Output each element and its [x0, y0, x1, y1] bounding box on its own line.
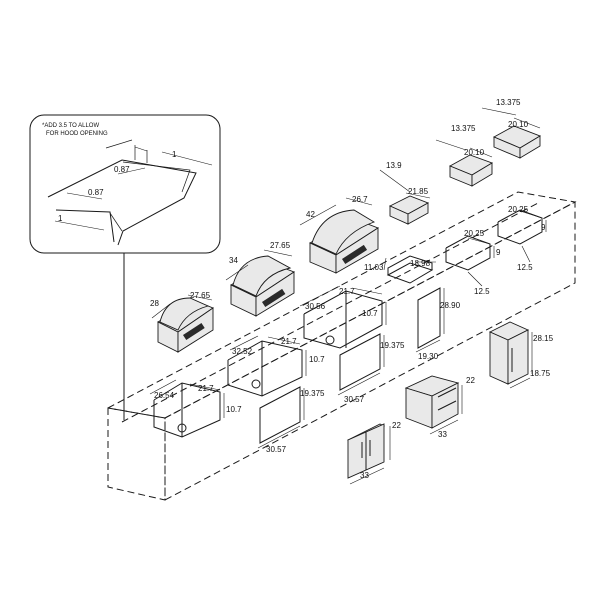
cutout-1-depth: 21.7: [198, 384, 214, 393]
cutout-2-width: 32.52: [232, 347, 253, 356]
fridge-width: 18.75: [530, 369, 551, 378]
grill-large-depth: 26.7: [352, 195, 368, 204]
door-opening-1-width: 30.57: [266, 445, 287, 454]
grill-small: [151, 294, 214, 353]
cutout-1: [149, 379, 225, 438]
side-cutout-2: [445, 235, 495, 287]
door-opening-1-height: 19.375: [300, 389, 325, 398]
door-opening-2-width: 30.57: [344, 395, 365, 404]
side-cutout-2-c: 12.5: [474, 287, 490, 296]
fridge-height: 28.15: [533, 334, 554, 343]
burner-2-depth: 20.10: [464, 148, 485, 157]
burner-2-width: 13.375: [451, 124, 476, 133]
door-opening-3-height: 28.90: [440, 301, 461, 310]
side-burner-3: [481, 107, 542, 159]
door-2-height: 22: [466, 376, 475, 385]
cutout-3: [299, 285, 387, 349]
burner-1-width: 13.9: [386, 161, 402, 170]
burner-3-width: 13.375: [496, 98, 521, 107]
grill-medium-width: 34: [229, 256, 238, 265]
callout-dim-2: 0.87: [114, 165, 130, 174]
door-opening-2-height: 19.375: [380, 341, 405, 350]
cutout-3-height: 10.7: [362, 309, 378, 318]
door-opening-2: [337, 333, 385, 396]
side-cutout-1: [383, 255, 436, 284]
cutout-3-width: 30.56: [305, 302, 326, 311]
cutout-2: [227, 335, 307, 397]
side-cutout-3: [497, 209, 547, 263]
side-cutout-2-a: 20.25: [464, 229, 485, 238]
grill-medium-depth: 27.65: [270, 241, 291, 250]
callout-dim-4: 1: [58, 214, 63, 223]
cutout-2-height: 10.7: [309, 355, 325, 364]
side-cutout-3-a: 20.25: [508, 205, 529, 214]
door-1-height: 22: [392, 421, 401, 430]
door-opening-1: [257, 386, 305, 449]
grill-small-width: 28: [150, 299, 159, 308]
burner-3-depth: 20.10: [508, 120, 529, 129]
callout-dim-1: 1: [172, 150, 177, 159]
door-2-width: 33: [438, 430, 447, 439]
side-burner-1: [379, 169, 431, 225]
cutout-1-height: 10.7: [226, 405, 242, 414]
side-cutout-1-b: 18.98: [410, 259, 431, 268]
callout-note-line2: FOR HOOD OPENING: [46, 131, 108, 137]
refrigerator: [488, 321, 533, 389]
callout-note-line1: *ADD 3.5 TO ALLOW: [42, 123, 99, 129]
cutout-3-depth: 21.7: [339, 287, 355, 296]
callout-dim-3: 0.87: [88, 188, 104, 197]
side-cutout-3-b: 9: [541, 223, 546, 232]
cutout-1-width: 26.54: [154, 391, 175, 400]
side-burner-2: [435, 139, 494, 187]
side-cutout-2-b: 9: [496, 248, 501, 257]
grill-large-width: 42: [306, 210, 315, 219]
grill-small-depth: 27.65: [190, 291, 211, 300]
door-opening-3-width: 19.30: [418, 352, 439, 361]
callout-box: *ADD 3.5 TO ALLOW FOR HOOD OPENING 1 0.8…: [29, 114, 221, 420]
grill-medium: [225, 249, 295, 317]
grill-large: [299, 197, 379, 274]
double-door-2: [404, 375, 463, 435]
side-cutout-1-a: 11.03: [364, 263, 384, 272]
burner-1-depth: 21.85: [408, 187, 429, 196]
cutout-2-depth: 21.7: [281, 337, 297, 346]
door-1-width: 33: [360, 471, 369, 480]
door-opening-3: [415, 287, 445, 353]
side-cutout-3-c: 12.5: [517, 263, 533, 272]
double-door-1: [346, 423, 391, 485]
